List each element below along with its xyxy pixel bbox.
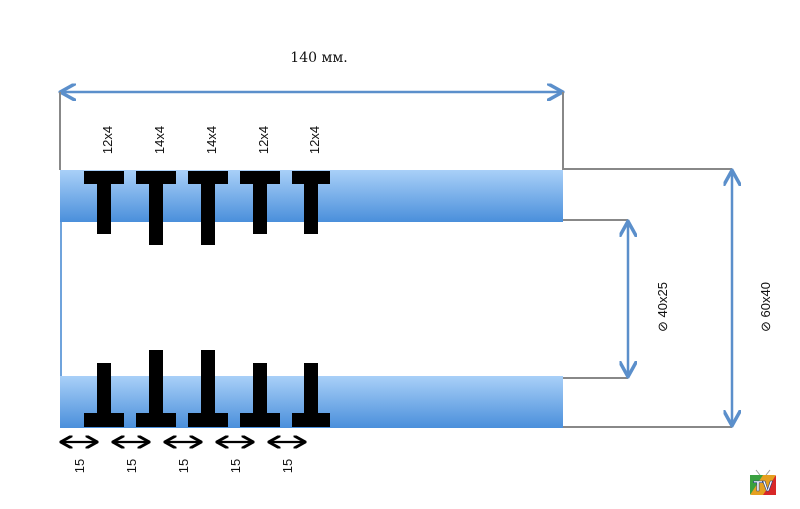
top-bolt-4 [240, 171, 280, 234]
bolt-size-label-1: 12x4 [100, 126, 115, 154]
inner-diameter-label: ⊘ 40x25 [655, 282, 670, 332]
bottom-bolt-3 [188, 350, 228, 427]
bolt-size-label-3: 14x4 [204, 126, 219, 154]
bolt-size-label-2: 14x4 [152, 126, 167, 154]
bottom-bolt-2 [136, 350, 176, 427]
bottom-bolt-4 [240, 363, 280, 427]
spacing-label-5: 15 [280, 459, 295, 473]
outer-diameter-label: ⊘ 60x40 [758, 282, 773, 332]
bottom-bolt-1 [84, 363, 124, 427]
bottom-bolt-5 [292, 363, 330, 427]
logo-text: TV [753, 478, 772, 495]
top-bolt-2 [136, 171, 176, 245]
tv-logo-icon: TV [750, 469, 776, 495]
bolt-size-label-4: 12x4 [256, 126, 271, 154]
spacing-label-1: 15 [72, 459, 87, 473]
spacing-label-4: 15 [228, 459, 243, 473]
top-bolt-1 [84, 171, 124, 234]
length-title: 140 мм. [290, 50, 347, 66]
bottom-bolts [84, 350, 330, 427]
top-bolt-5 [292, 171, 330, 234]
top-bolt-3 [188, 171, 228, 245]
bolt-size-label-5: 12x4 [307, 126, 322, 154]
spacing-label-2: 15 [124, 459, 139, 473]
top-bolts [84, 171, 330, 245]
spacing-label-3: 15 [176, 459, 191, 473]
